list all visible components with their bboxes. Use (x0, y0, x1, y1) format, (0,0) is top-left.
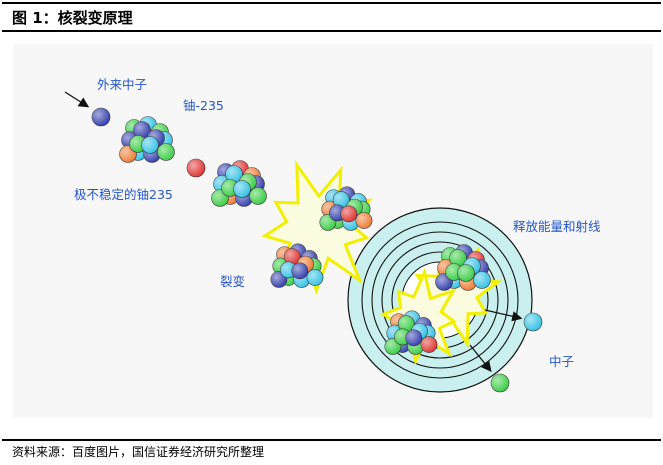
label-incoming-neutron: 外来中子 (97, 77, 147, 92)
particle-shine (355, 212, 373, 229)
neutron-arrow-2 (469, 344, 492, 373)
particle-shine (524, 313, 542, 331)
neutron-arrow-1 (484, 309, 523, 322)
particle-shine (187, 159, 205, 177)
particle-shine (141, 136, 159, 154)
label-unstable: 极不稳定的铀235 (74, 187, 173, 202)
particle-shine (449, 249, 467, 267)
incoming-arrow (64, 91, 90, 108)
particle-shine (92, 108, 110, 126)
particle-shine (249, 187, 267, 205)
particle-shine (291, 262, 308, 279)
ring (361, 221, 519, 379)
particle-shine (420, 336, 438, 353)
particle-shine (457, 264, 475, 282)
particle-shine (340, 205, 357, 222)
figure-title: 图 1：核裂变原理 (12, 9, 133, 27)
particle-shine (398, 315, 415, 332)
bottom-rule (2, 439, 661, 441)
label-uranium: 铀-235 (183, 98, 224, 113)
particle-shine (405, 329, 422, 346)
particle-shine (491, 374, 509, 392)
particle-shine (333, 191, 350, 208)
ring (381, 241, 499, 359)
particle-shine (473, 271, 491, 289)
top-rule (2, 2, 661, 4)
particle-shine (284, 248, 301, 265)
ring (371, 231, 509, 369)
label-neutron: 中子 (549, 354, 574, 369)
label-fission: 裂变 (220, 274, 245, 289)
figure-source: 资料来源：百度图片，国信证券经济研究所整理 (12, 445, 265, 459)
particle-shine (306, 269, 324, 286)
particle-shine (157, 143, 175, 161)
particle-shine (133, 121, 151, 139)
particle-shine (233, 180, 251, 198)
particle-shine (225, 165, 243, 183)
title-rule (2, 30, 661, 32)
label-energy: 释放能量和射线 (513, 219, 601, 234)
